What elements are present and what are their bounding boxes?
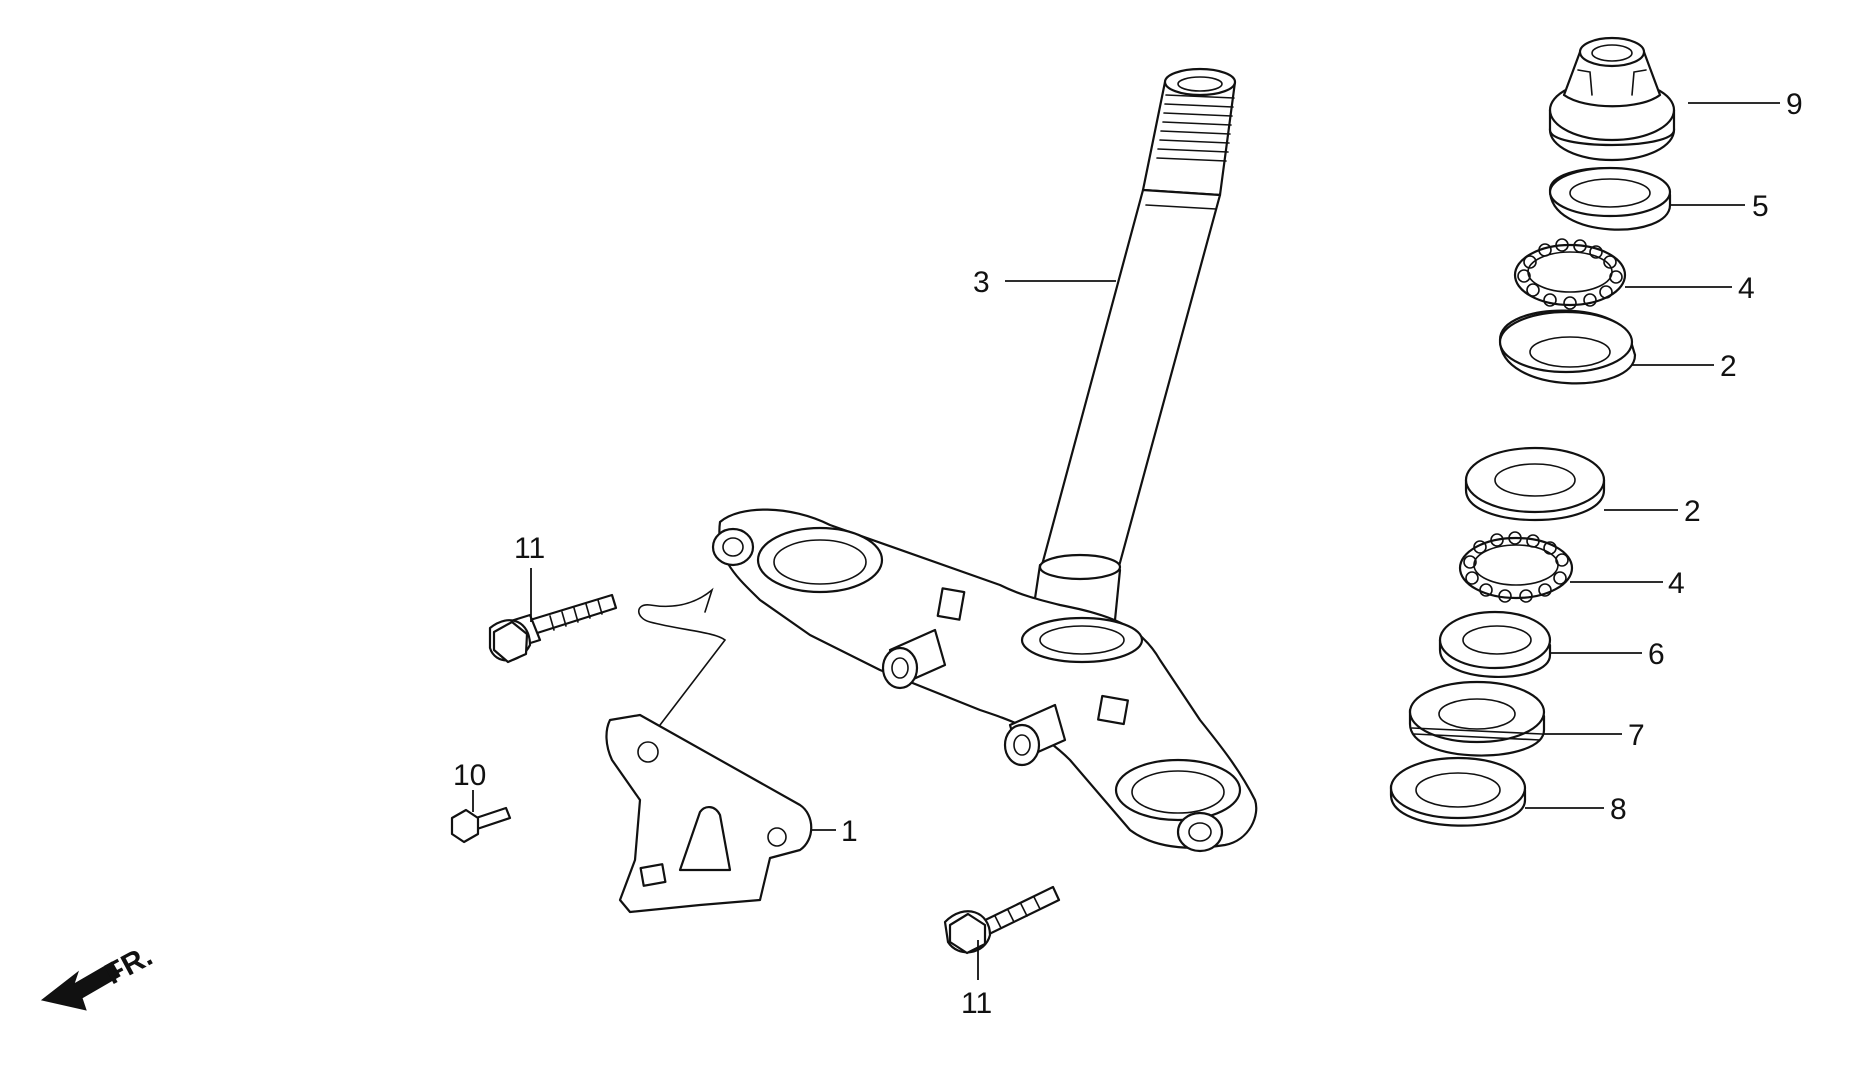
callout-10: 10 xyxy=(453,759,486,792)
front-arrow-icon xyxy=(40,961,121,1011)
callout-6: 6 xyxy=(1648,638,1665,671)
leader-lines xyxy=(472,102,1780,980)
lower-fork-bridge[interactable] xyxy=(711,508,1258,853)
callout-4-lower: 4 xyxy=(1668,567,1685,600)
steering-ball-bearing-upper[interactable] xyxy=(1513,238,1627,310)
front-direction-indicator: FR. xyxy=(40,939,158,1011)
steering-stem-part[interactable] xyxy=(1026,67,1237,652)
callout-2-upper: 2 xyxy=(1720,350,1737,383)
callout-7: 7 xyxy=(1628,719,1645,752)
small-bolt[interactable] xyxy=(450,806,512,844)
dust-seal[interactable] xyxy=(1408,680,1546,757)
bracket-part[interactable] xyxy=(605,587,813,914)
callout-labels: 3 9 5 4 2 2 4 6 7 8 1 11 10 11 xyxy=(453,88,1803,1020)
steering-ball-race-upper[interactable] xyxy=(1498,309,1637,385)
top-cone-race[interactable] xyxy=(1548,166,1672,231)
callout-1: 1 xyxy=(841,815,858,848)
dust-seal-washer[interactable] xyxy=(1389,756,1527,827)
callout-3: 3 xyxy=(973,266,990,299)
steering-stem-nut[interactable] xyxy=(1548,36,1676,162)
front-direction-label: FR. xyxy=(100,939,158,991)
callout-11-lower: 11 xyxy=(961,987,992,1020)
callout-2-lower: 2 xyxy=(1684,495,1701,528)
callout-4-upper: 4 xyxy=(1738,272,1755,305)
callout-8: 8 xyxy=(1610,793,1627,826)
steering-ball-race-lower[interactable] xyxy=(1464,446,1606,521)
callout-9: 9 xyxy=(1786,88,1803,121)
bottom-cone-race[interactable] xyxy=(1438,610,1552,678)
callout-5: 5 xyxy=(1752,190,1769,223)
callout-11-upper: 11 xyxy=(514,532,545,565)
flange-bolt-upper[interactable] xyxy=(488,593,618,664)
flange-bolt-lower[interactable] xyxy=(943,885,1061,955)
steering-ball-bearing-lower[interactable] xyxy=(1458,531,1574,603)
